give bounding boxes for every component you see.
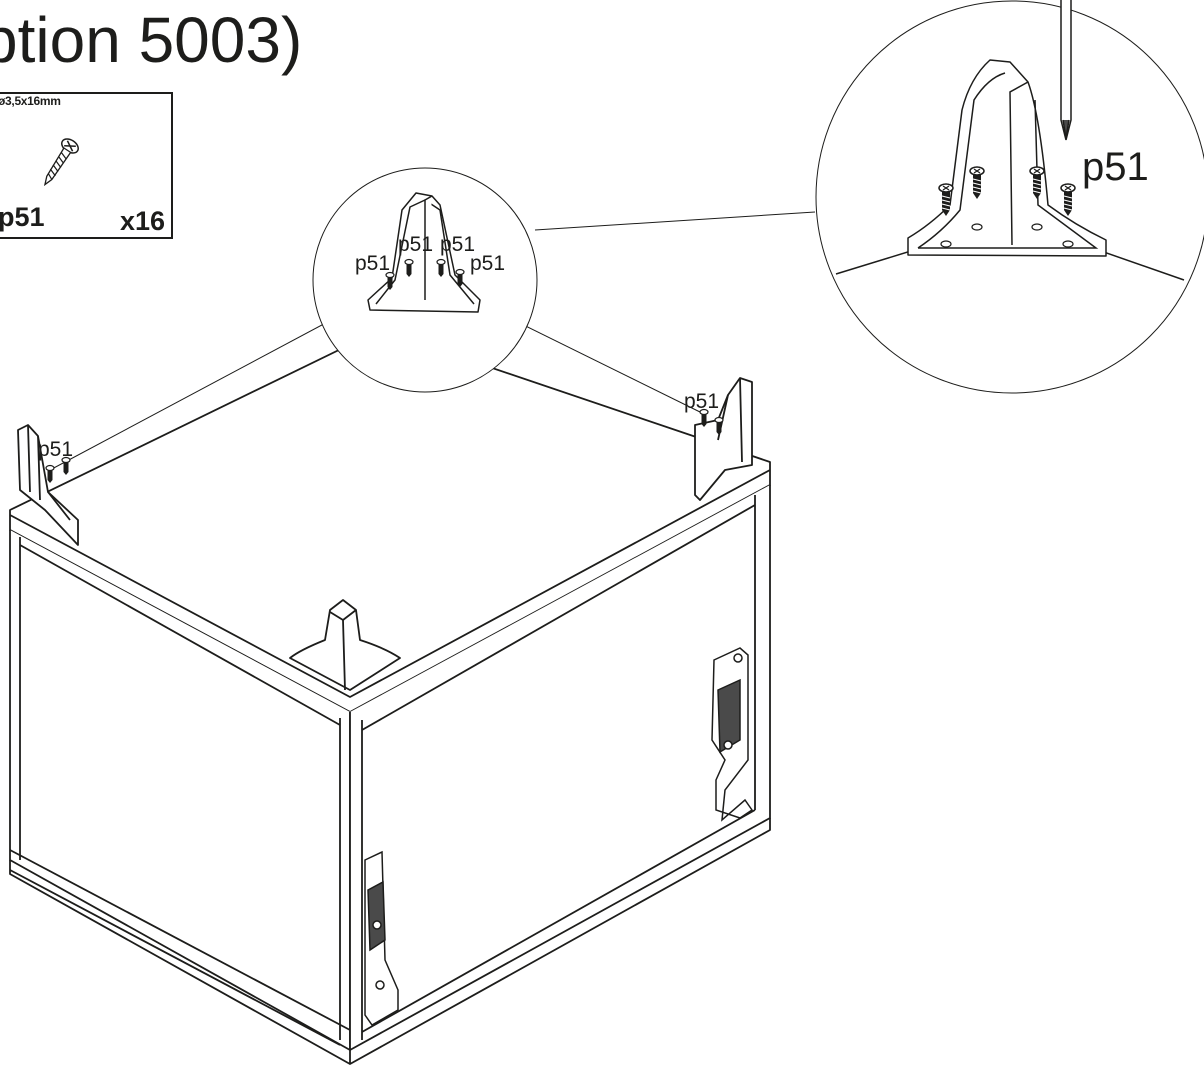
hinge-icon <box>364 647 754 1026</box>
cabinet-body <box>9 329 771 1065</box>
label-detail-small-3: p51 <box>440 233 475 256</box>
label-detail-small-4: p51 <box>470 252 505 275</box>
part-code: p51 <box>0 202 45 232</box>
part-quantity: x16 <box>119 206 165 236</box>
label-detail-small-2: p51 <box>398 233 433 256</box>
label-detail-large: p51 <box>1082 145 1149 189</box>
part-size: ø3,5x16mm <box>0 94 61 108</box>
parts-box: ø3,5x16mm p51 x16 <box>0 92 173 239</box>
detail-small <box>367 192 481 313</box>
corner-bracket-icon <box>17 377 753 691</box>
screw-icon <box>45 464 55 484</box>
screwdriver-icon <box>1060 0 1072 141</box>
step-title: ption 5003) <box>0 4 303 76</box>
detail-large <box>835 59 1185 281</box>
screw-icon <box>43 138 79 187</box>
label-detail-small-1: p51 <box>355 252 390 275</box>
label-corner-right: p51 <box>684 390 719 413</box>
label-corner-left: p51 <box>38 438 73 461</box>
